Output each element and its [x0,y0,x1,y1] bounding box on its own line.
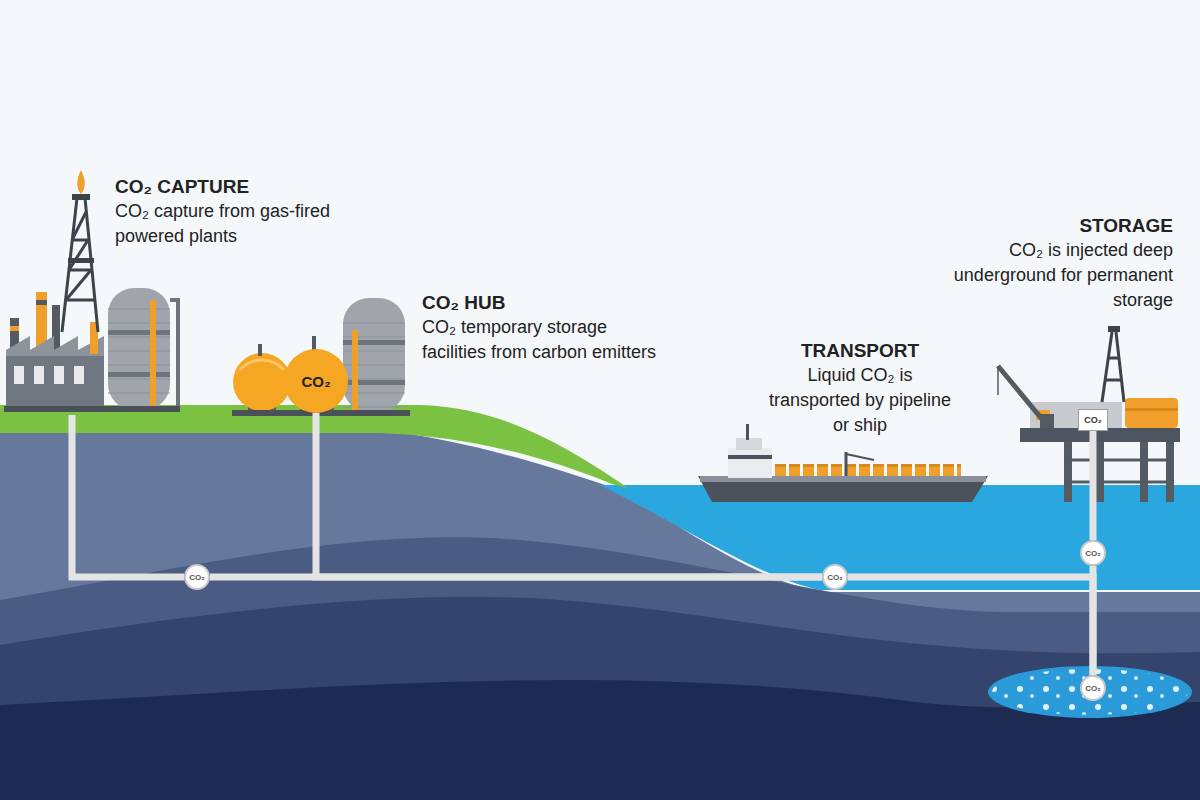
co2-label: CO₂ [189,573,205,582]
co2-label: CO₂ [1084,415,1102,425]
step-heading: CO₂ CAPTURE [115,174,395,199]
co2-platform-tag: CO₂ [1078,409,1108,431]
ground-layers [0,405,1200,800]
transport-ship [698,424,988,502]
step-heading: CO₂ HUB [422,290,672,315]
step-heading: TRANSPORT [765,338,955,363]
co2-pipeline [848,577,1093,675]
pipe-marker: CO₂ [1080,675,1106,701]
step-description: Liquid CO₂ is transported by pipeline or… [765,363,955,438]
storage-label: STORAGECO₂ is injected deep underground … [937,213,1173,313]
co2-pipeline [72,415,184,577]
co2-label: CO₂ [1085,549,1101,558]
pipe-marker: CO₂ [1080,540,1106,566]
co2-hub-tanks [232,298,410,416]
hub-label: CO₂ HUBCO₂ temporary storage facilities … [422,290,672,365]
step-description: CO₂ capture from gas-fired powered plant… [115,199,395,249]
co2-label: CO₂ [301,373,330,390]
co2-tank: CO₂ [284,349,348,413]
co2-pipeline [316,413,822,577]
pipe-marker: CO₂ [822,564,848,590]
co2-label: CO₂ [1085,684,1101,693]
co2-label: CO₂ [827,573,843,582]
step-description: CO₂ is injected deep underground for per… [937,238,1173,313]
pipe-marker: CO₂ [184,564,210,590]
co2-pipeline [1090,566,1097,675]
step-description: CO₂ temporary storage facilities from ca… [422,315,672,365]
step-heading: STORAGE [937,213,1173,238]
offshore-platform [998,326,1180,502]
transport-label: TRANSPORTLiquid CO₂ is transported by pi… [765,338,955,438]
co2-pipeline [1090,431,1097,540]
